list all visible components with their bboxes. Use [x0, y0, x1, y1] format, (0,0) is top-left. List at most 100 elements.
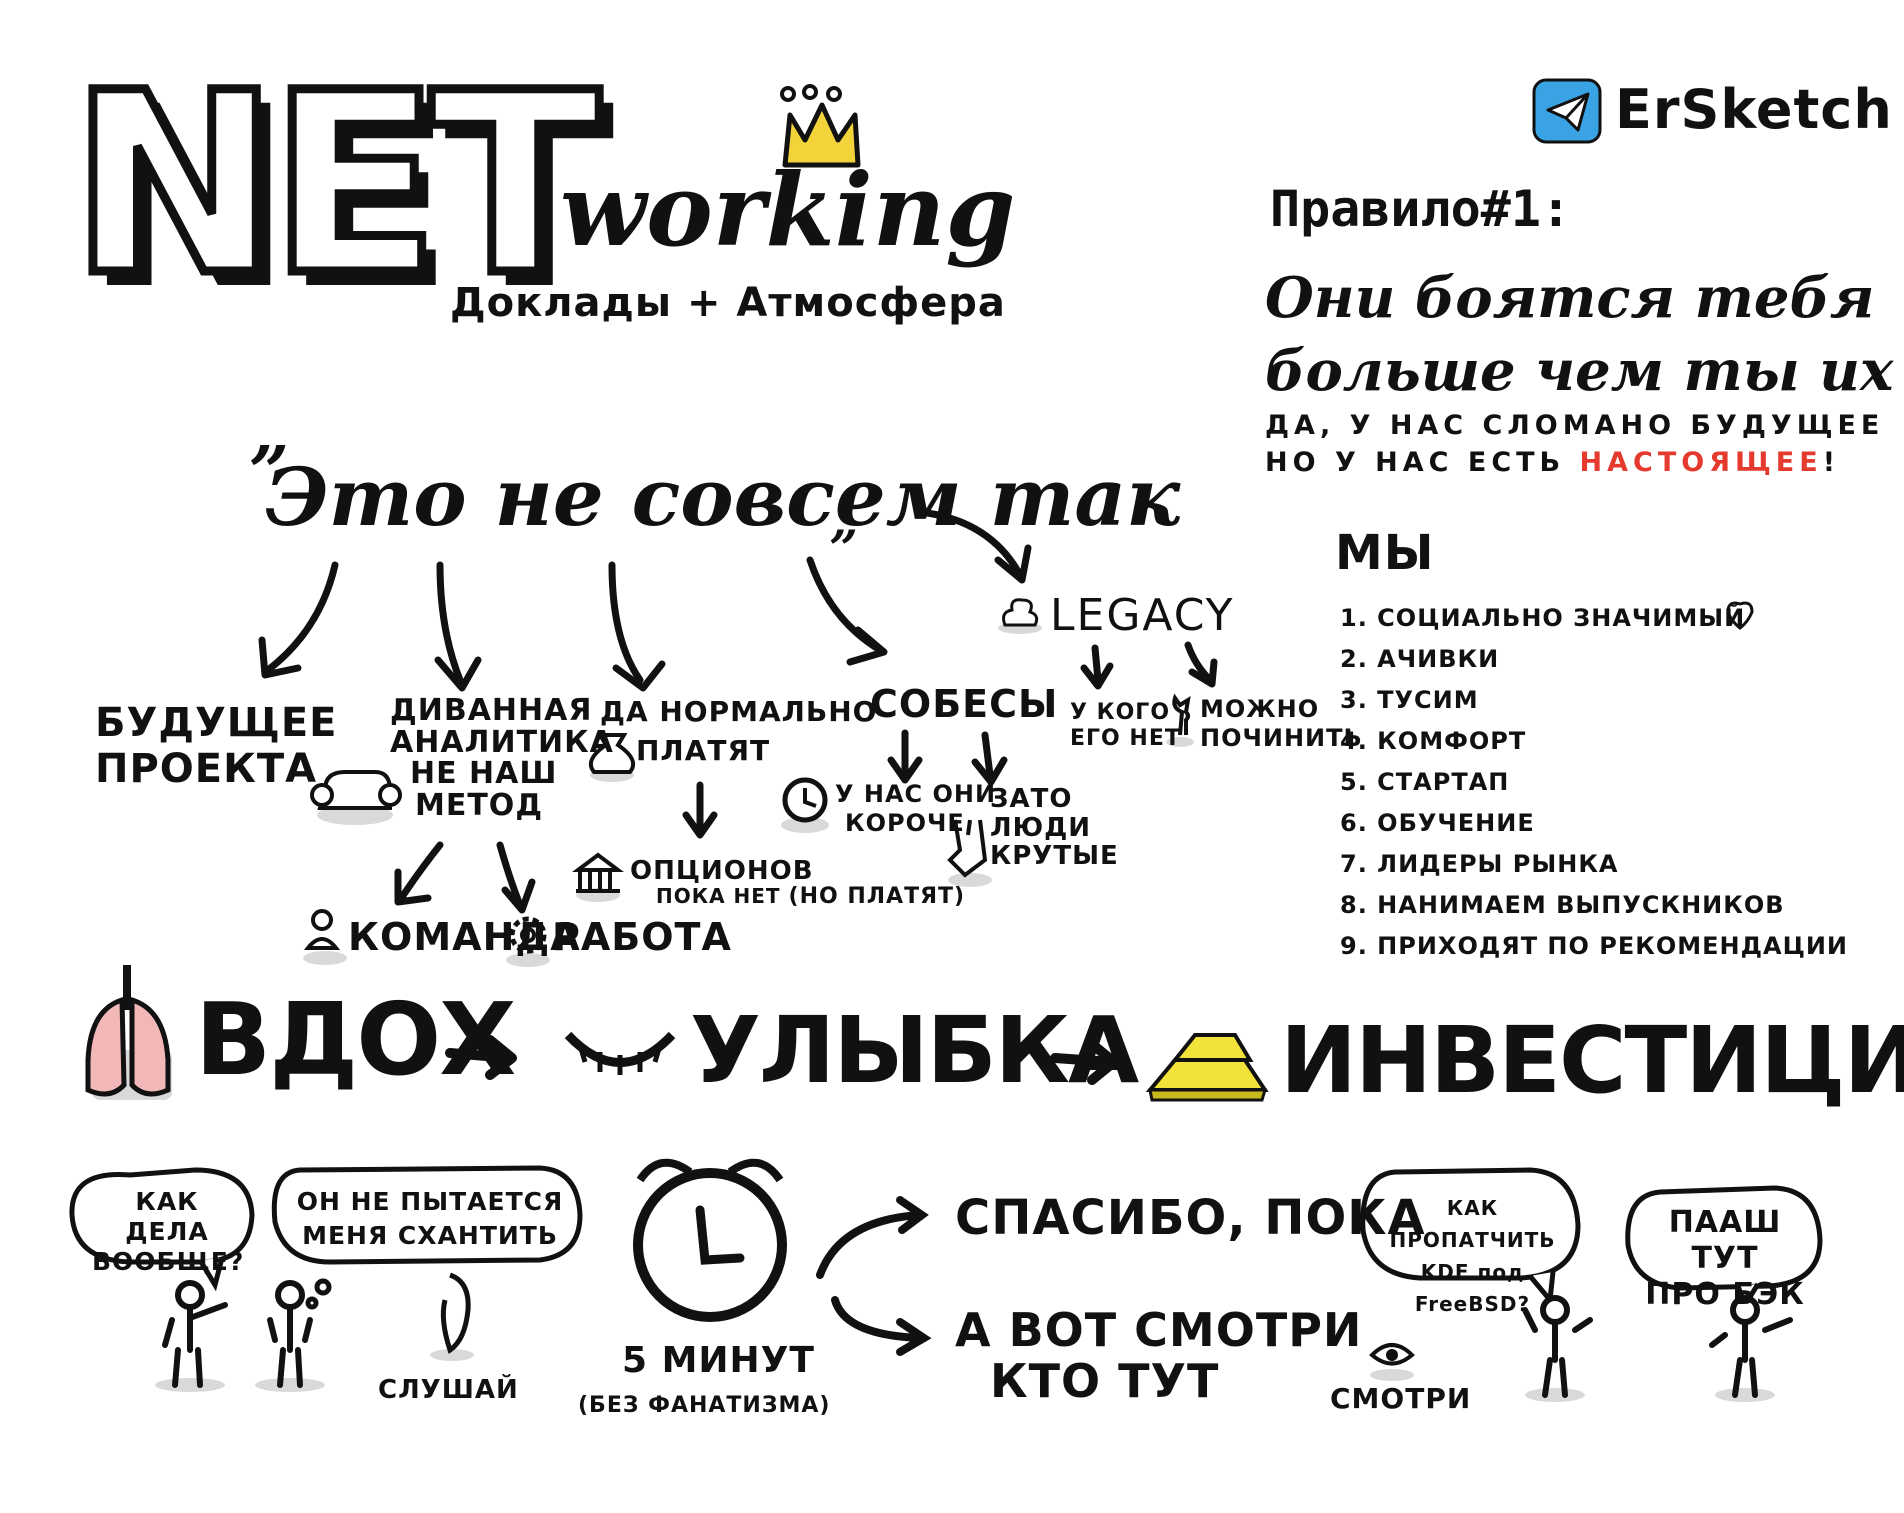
crown-icon — [780, 84, 861, 168]
pay-line1: ДА НОРМАЛЬНО — [600, 695, 878, 728]
we-item: 6. ОБУЧЕНИЕ — [1340, 809, 1535, 837]
options-line1: ОПЦИОНОВ — [630, 856, 814, 886]
we-item: 1. СОЦИАЛЬНО ЗНАЧИМЫЙ — [1340, 604, 1746, 632]
we-list: 1. СОЦИАЛЬНО ЗНАЧИМЫЙ 2. АЧИВКИ 3. ТУСИМ… — [1340, 598, 1848, 967]
fixable-line1: МОЖНО — [1200, 695, 1320, 723]
analytics-line2: АНАЛИТИКА — [390, 724, 614, 760]
analytics-line3: НЕ НАШ — [410, 756, 558, 791]
nobody-line2: ЕГО НЕТ — [1070, 726, 1181, 752]
bubble4-line2: ПРО БЭК — [1645, 1277, 1805, 1312]
stick-figures — [155, 1280, 1793, 1402]
shorter-label: У НАС ОНИ КОРОЧЕ — [835, 780, 996, 838]
quote-open: „ — [250, 390, 291, 473]
eye-icon — [1369, 1343, 1415, 1381]
rule-line4: НО У НАС ЕСТЬ НАСТОЯЩЕЕ! — [1265, 447, 1840, 478]
bank-icon — [572, 852, 624, 902]
analytics-line4: МЕТОД — [415, 787, 544, 823]
bubble1-text: КАК ДЕЛА ВООБЩЕ? — [92, 1187, 245, 1277]
we-item: 3. ТУСИМ — [1340, 686, 1479, 714]
ear-icon — [430, 1272, 474, 1361]
bubble3-line1: КАК ПРОПАТЧИТЬ — [1389, 1196, 1556, 1252]
bubble3-text: КАК ПРОПАТЧИТЬ KDE под FreeBSD? — [1370, 1192, 1575, 1320]
gear-icon — [506, 916, 550, 967]
work-label: РАБОТА — [552, 915, 732, 959]
telegram-icon — [1532, 78, 1602, 144]
we-item: 4. КОМФОРТ — [1340, 727, 1527, 755]
brand-name: ErSketch — [1615, 78, 1893, 141]
rule-line3: ДА, У НАС СЛОМАНО БУДУЩЕЕ — [1265, 410, 1885, 441]
rule-line4-prefix: НО У НАС ЕСТЬ — [1265, 447, 1580, 478]
gold-bars-icon — [1145, 1033, 1269, 1102]
look-here-label: А ВОТ СМОТРИ КТО ТУТ — [955, 1305, 1362, 1406]
quote-close: „ — [830, 490, 859, 549]
timer-label: 5 МИНУТ — [622, 1340, 815, 1381]
bubble4-line1: ПААШ ТУТ — [1668, 1205, 1782, 1276]
money-bag-icon — [589, 733, 635, 782]
sofa-icon — [310, 770, 402, 825]
flow-step3: ИНВЕСТИЦИЯ — [1280, 1007, 1904, 1114]
title-script: working — [560, 151, 1016, 269]
clock-icon — [781, 777, 829, 833]
team-label: КОМАНДА — [348, 915, 581, 959]
options-line2: ПОКА НЕТ — [656, 884, 781, 909]
shorter-line2: КОРОЧЕ — [845, 808, 965, 837]
flow-step1: ВДОХ — [195, 981, 516, 1098]
analytics-line1: ДИВАННАЯ — [390, 693, 593, 728]
legacy-label: LEGACY — [1050, 590, 1235, 641]
interviews-label: СОБЕСЫ — [870, 682, 1059, 726]
flow-arrows — [445, 1035, 1119, 1085]
heart-icon — [1726, 601, 1754, 630]
poop-icon — [998, 598, 1042, 634]
branch-arrows — [816, 1196, 932, 1356]
fixable-label: МОЖНО ПОЧИНИТЬ — [1200, 695, 1363, 753]
people-line2: ЛЮДИ — [990, 812, 1092, 843]
speech-bubbles — [69, 1165, 1823, 1311]
quote-arrows — [258, 508, 1218, 914]
bubble3-line2: KDE под FreeBSD? — [1414, 1260, 1531, 1316]
title-big: NET — [66, 39, 606, 330]
quote-text: Это не совсем так — [265, 450, 1181, 544]
we-item: 9. ПРИХОДЯТ ПО РЕКОМЕНДАЦИИ — [1340, 932, 1849, 960]
bubble1-line1: КАК ДЕЛА — [125, 1187, 209, 1246]
rule-line2: больше чем ты их — [1265, 338, 1894, 404]
rule-line1: Они боятся тебя — [1265, 265, 1875, 331]
pay-line2: ПЛАТЯТ — [636, 734, 771, 768]
bye-label: СПАСИБО, ПОКА — [955, 1190, 1426, 1246]
bubble4-text: ПААШ ТУТ ПРО БЭК — [1635, 1205, 1815, 1313]
thought-text: ОН НЕ ПЫТАЕТСЯ МЕНЯ СХАНТИТЬ — [285, 1185, 575, 1253]
title-subtitle: Доклады + Атмосфера — [450, 280, 1006, 326]
rule-line4-suffix: ! — [1822, 447, 1841, 478]
options-line3: (НО ПЛАТЯТ) — [788, 884, 966, 910]
alarm-clock-icon — [633, 1158, 787, 1322]
nobody-label: У КОГО ЕГО НЕТ — [1070, 700, 1181, 753]
options-label: ОПЦИОНОВ ПОКА НЕТ (НО ПЛАТЯТ) — [630, 856, 966, 910]
smile-icon — [564, 1031, 676, 1075]
we-item: 7. ЛИДЕРЫ РЫНКА — [1340, 850, 1619, 878]
wrench-icon — [1166, 693, 1194, 747]
look-label: СМОТРИ — [1330, 1382, 1472, 1415]
rock-hand-icon — [947, 819, 992, 887]
thought-line1: ОН НЕ ПЫТАЕТСЯ — [296, 1187, 564, 1216]
listen-label: СЛУШАЙ — [378, 1375, 519, 1405]
thought-line2: МЕНЯ СХАНТИТЬ — [302, 1220, 558, 1250]
look-here-line2: КТО ТУТ — [990, 1353, 1220, 1408]
future-label: БУДУЩЕЕ ПРОЕКТА — [95, 700, 338, 792]
person-icon — [303, 909, 347, 965]
fixable-line2: ПОЧИНИТЬ — [1200, 723, 1363, 752]
we-heading: МЫ — [1335, 525, 1435, 581]
we-item: 2. АЧИВКИ — [1340, 645, 1500, 673]
people-label: ЗАТО ЛЮДИ КРУТЫЕ — [990, 785, 1119, 871]
flow-step2: УЛЫБКА — [690, 997, 1139, 1104]
rule-heading: Правило#1: — [1270, 180, 1572, 238]
lungs-icon — [85, 965, 172, 1100]
look-here-line1: А ВОТ СМОТРИ — [955, 1303, 1363, 1357]
timer-note: (БЕЗ ФАНАТИЗМА) — [578, 1393, 831, 1418]
people-line1: ЗАТО — [990, 784, 1073, 814]
bubble1-line2: ВООБЩЕ? — [92, 1247, 245, 1276]
pay-label: ДА НОРМАЛЬНО ПЛАТЯТ — [600, 692, 877, 770]
we-item: 8. НАНИМАЕМ ВЫПУСКНИКОВ — [1340, 891, 1785, 919]
shorter-line1: У НАС ОНИ — [835, 780, 997, 808]
nobody-line1: У КОГО — [1070, 700, 1171, 725]
analytics-label: ДИВАННАЯ АНАЛИТИКА НЕ НАШ МЕТОД — [390, 695, 614, 821]
